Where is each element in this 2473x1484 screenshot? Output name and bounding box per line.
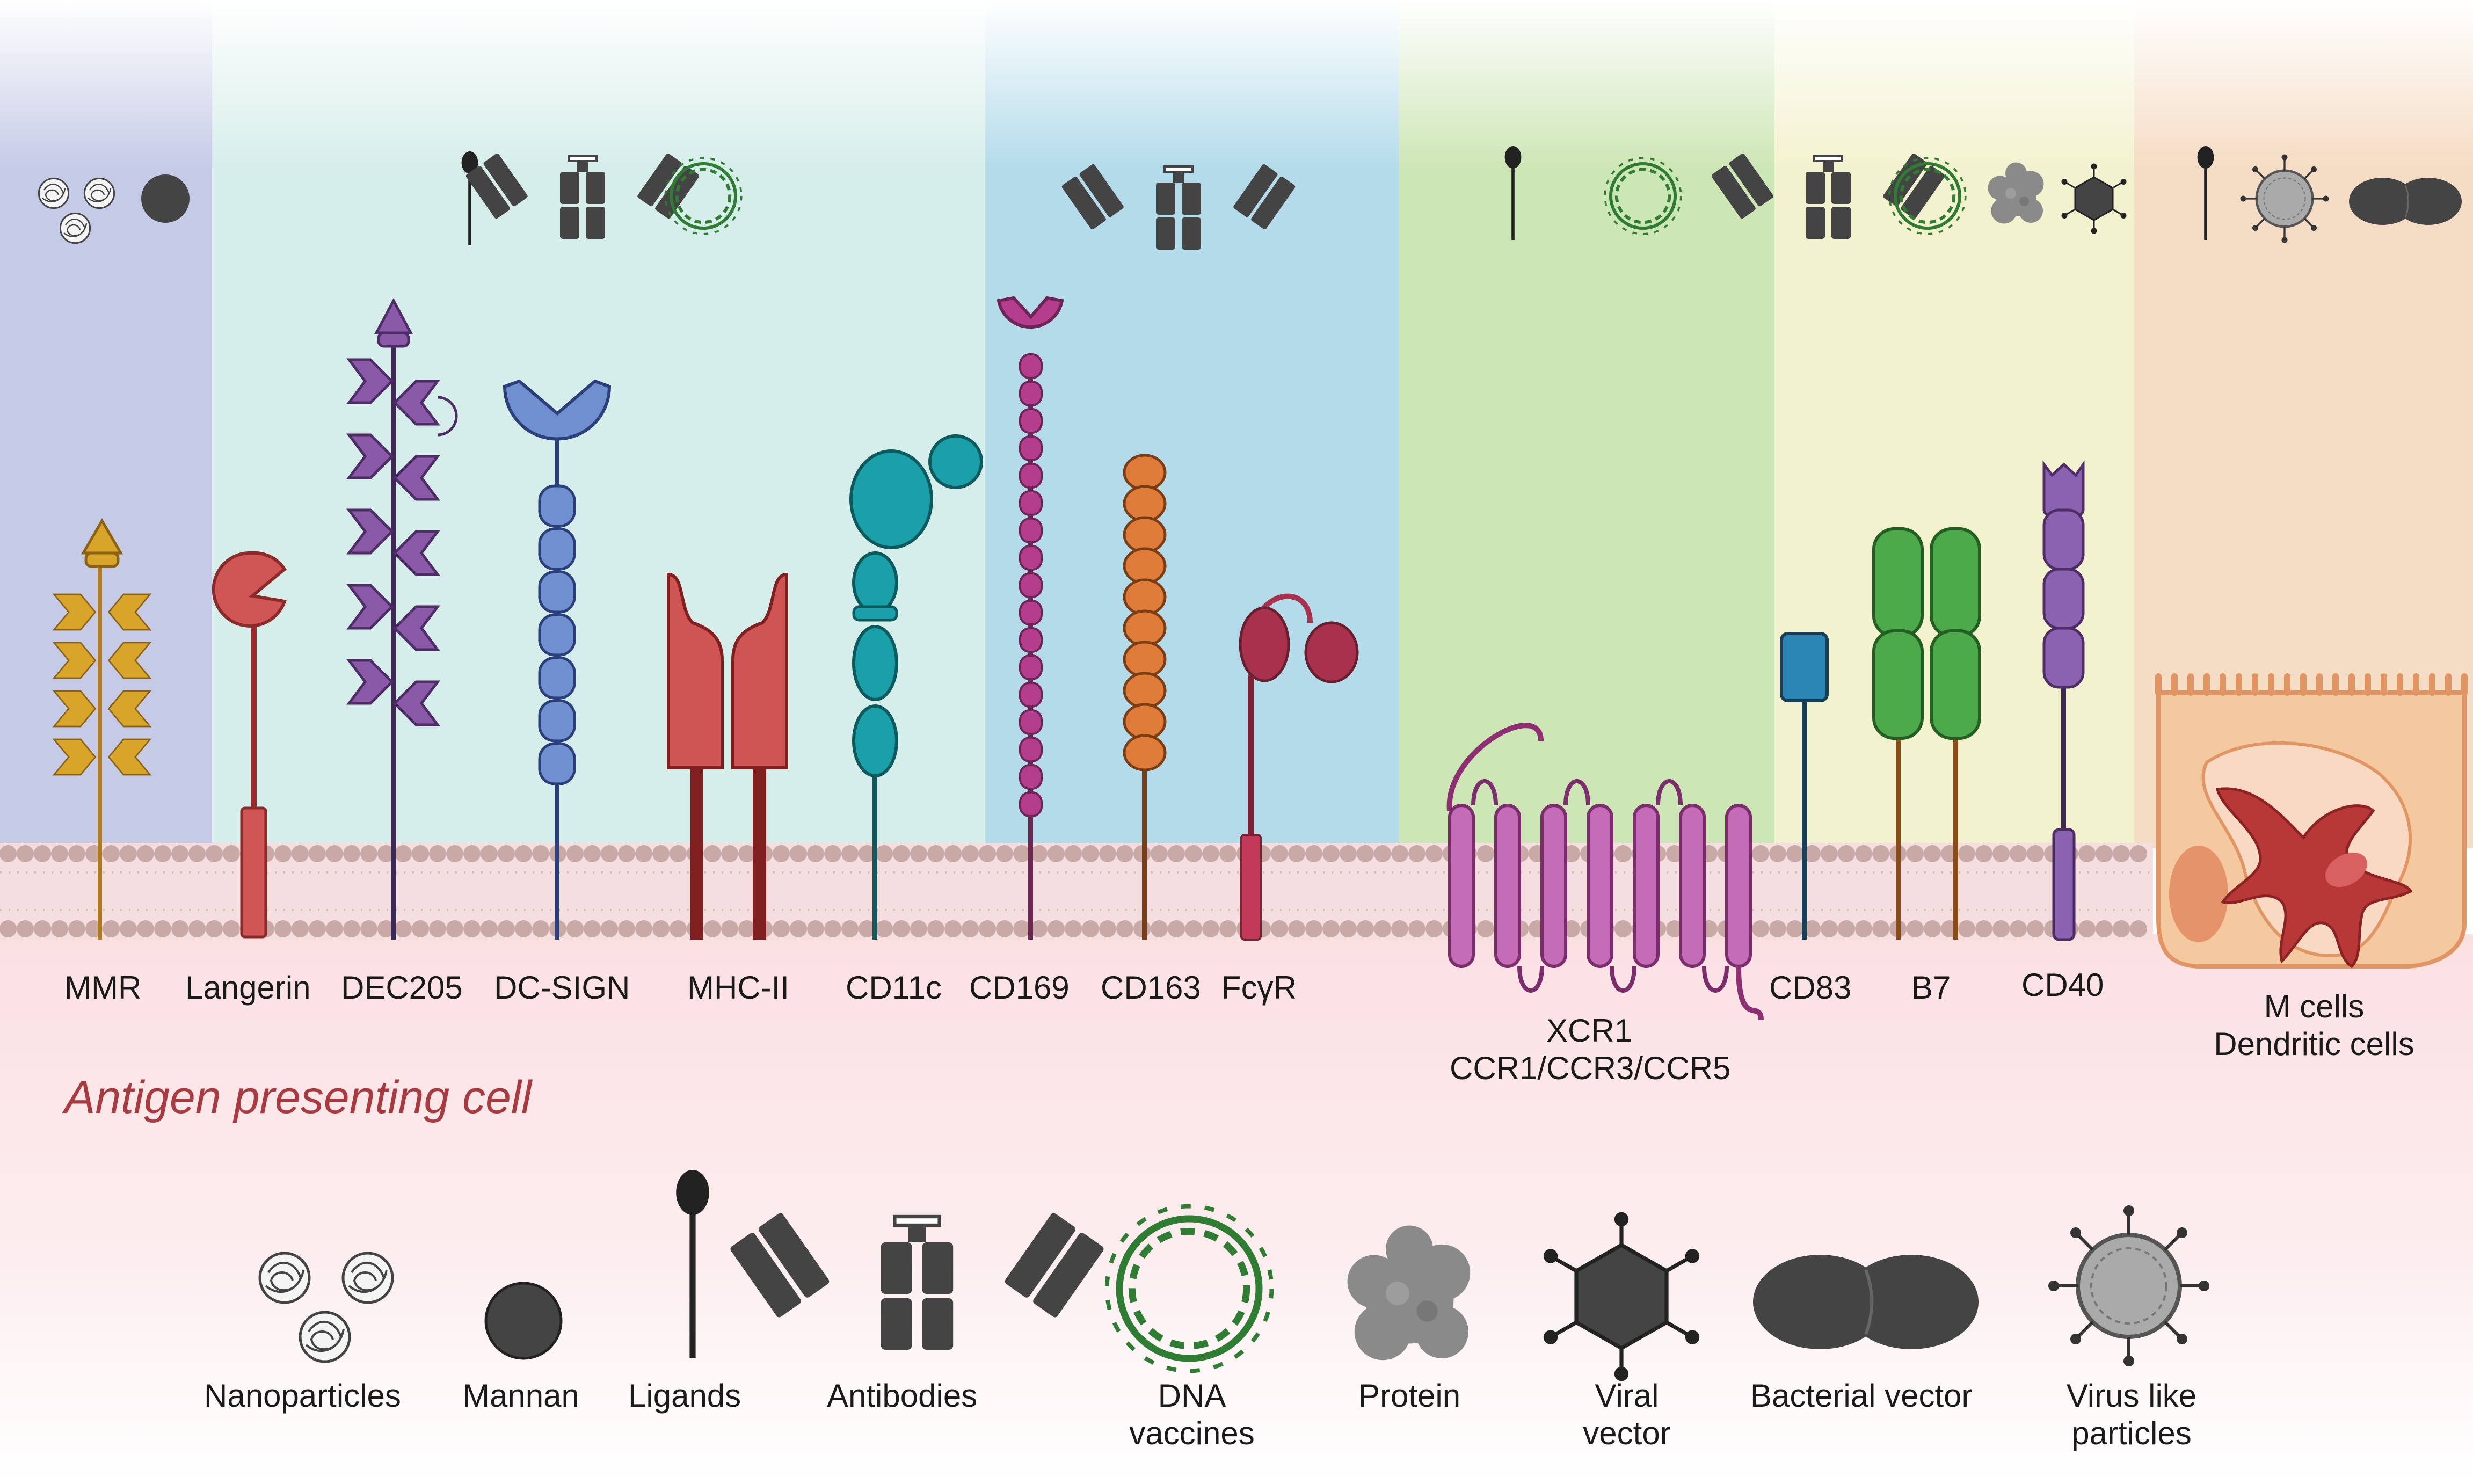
receptor-fcgr — [1239, 593, 1359, 941]
legend-label-dna-line1: DNA — [1158, 1378, 1226, 1414]
legend-label-viral-line2: vector — [1583, 1415, 1671, 1451]
receptor-cd11c — [849, 434, 983, 940]
label-dendritic-cells: Dendritic cells — [2214, 1026, 2414, 1062]
receptor-mmr — [53, 518, 151, 940]
label-cd40: CD40 — [2021, 967, 2104, 1003]
label-cd169: CD169 — [969, 970, 1070, 1006]
label-chemokine-receptors: XCR1 CCR1/CCR3/CCR5 — [1450, 1012, 1731, 1087]
receptor-cd40 — [2042, 460, 2085, 941]
label-mhc-ii: MHC-II — [687, 970, 789, 1006]
legend-label-virus-like-particles: Virus like particles — [2046, 1377, 2217, 1452]
legend-label-dna-line2: vaccines — [1129, 1415, 1255, 1451]
receptor-b7 — [1872, 527, 1981, 940]
receptor-dc-sign — [503, 379, 612, 940]
legend-label-bacterial-vector: Bacterial vector — [1750, 1378, 1973, 1414]
legend-vlp-icon — [2048, 1205, 2209, 1366]
label-fcgr: FcγR — [1221, 970, 1297, 1006]
label-target-cells: M cells Dendritic cells — [2201, 988, 2427, 1063]
legend-bacterial-vector-icon — [1753, 1255, 1979, 1349]
legend-mannan-icon — [484, 1282, 563, 1360]
receptor-langerin — [212, 551, 287, 939]
legend-label-nanoparticles: Nanoparticles — [204, 1378, 401, 1414]
legend-label-vlp-line1: Virus like — [2066, 1378, 2197, 1414]
label-cd11c: CD11c — [846, 970, 942, 1006]
m-cell-dendritic-cell-illustration — [2155, 673, 2468, 969]
label-dec205: DEC205 — [341, 970, 463, 1006]
legend-label-dna-vaccines: DNA vaccines — [1106, 1377, 1278, 1452]
legend-label-antibodies: Antibodies — [827, 1378, 978, 1414]
legend-label-ligands: Ligands — [628, 1378, 741, 1414]
receptor-xcr1 — [1446, 723, 1764, 1021]
top-vlp-icon — [2241, 155, 2329, 243]
label-xcr1: XCR1 — [1546, 1013, 1633, 1049]
label-mmr: MMR — [64, 970, 142, 1006]
legend-label-viral-vector: Viral vector — [1546, 1377, 1707, 1452]
receptor-dec205 — [346, 297, 458, 940]
label-b7: B7 — [1911, 970, 1951, 1006]
receptor-cd163 — [1123, 454, 1167, 940]
top-mannan-icon — [141, 174, 190, 223]
label-cd163: CD163 — [1101, 970, 1201, 1006]
legend-label-protein: Protein — [1358, 1378, 1461, 1414]
label-ccr: CCR1/CCR3/CCR5 — [1450, 1050, 1731, 1086]
label-dc-sign: DC-SIGN — [494, 970, 630, 1006]
receptor-cd169 — [997, 296, 1064, 940]
legend-label-viral-line1: Viral — [1595, 1378, 1659, 1414]
legend-label-mannan: Mannan — [463, 1378, 579, 1414]
receptor-cd83 — [1780, 632, 1829, 940]
legend-label-vlp-line2: particles — [2071, 1415, 2192, 1451]
label-m-cells: M cells — [2264, 988, 2365, 1024]
cell-membrane — [0, 843, 2153, 940]
label-cd83: CD83 — [1769, 970, 1852, 1006]
receptor-mhc-ii — [667, 572, 788, 940]
top-bacterial-vector-icon — [2348, 177, 2463, 226]
cell-title: Antigen presenting cell — [64, 1072, 532, 1123]
label-langerin: Langerin — [185, 970, 311, 1006]
